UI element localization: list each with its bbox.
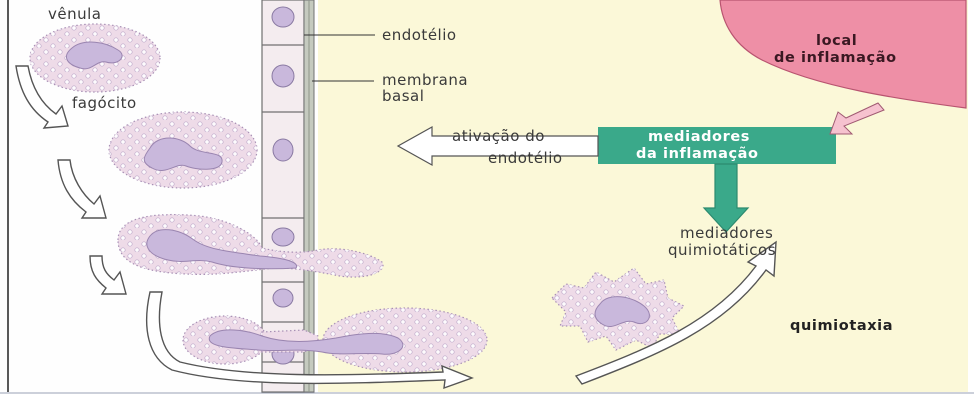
label-venula: vênula — [48, 6, 101, 22]
label-fagocito: fagócito — [72, 95, 137, 111]
label-quimio-line2: quimiotáticos — [668, 242, 776, 258]
label-membrana-line2: basal — [382, 88, 424, 104]
label-mediadores-inflam-line2: da inflamação — [636, 146, 759, 162]
label-quimio-line1: mediadores — [680, 225, 773, 241]
label-quimiotaxia: quimiotaxia — [790, 318, 893, 334]
label-local-line2: de inflamação — [774, 50, 897, 66]
label-local-line1: local — [816, 33, 857, 49]
label-membrana-line1: membrana — [382, 72, 468, 88]
label-endotelio: endotélio — [382, 27, 457, 43]
label-mediadores-inflam-line1: mediadores — [648, 129, 750, 145]
label-ativacao-line1: ativação do — [452, 128, 545, 144]
phagocyte-2 — [109, 112, 257, 188]
label-ativacao-line2: endotélio — [488, 150, 563, 166]
phagocyte-1 — [30, 24, 160, 92]
